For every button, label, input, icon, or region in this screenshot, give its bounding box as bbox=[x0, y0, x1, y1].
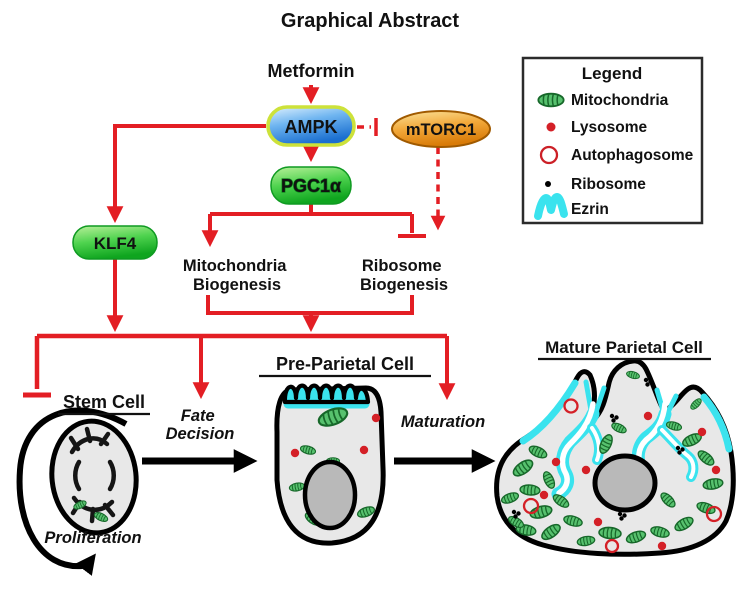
mature-cell-autophagosomes bbox=[522, 398, 723, 554]
mature-cell-lysosomes bbox=[539, 411, 721, 551]
lysosome-icon bbox=[657, 541, 667, 551]
ezrin-icon bbox=[534, 193, 568, 220]
lysosome-icon bbox=[697, 427, 707, 437]
autophagosome-icon bbox=[604, 538, 620, 554]
ampk-node: AMPK bbox=[266, 105, 356, 147]
metformin-label: Metformin bbox=[268, 61, 355, 81]
pre-parietal-cell-title: Pre-Parietal Cell bbox=[276, 354, 414, 374]
lysosome-icon bbox=[643, 411, 653, 421]
proliferation-loop-arrow bbox=[16, 407, 128, 576]
lysosome-icon bbox=[593, 517, 603, 527]
pre-parietal-organelles bbox=[288, 403, 381, 529]
legend-label-autophagosome: Autophagosome bbox=[571, 147, 694, 164]
autophagosome-icon bbox=[539, 145, 559, 165]
autophagosome-icon bbox=[522, 497, 540, 515]
mitochondria-biogenesis-label: Mitochondria Biogenesis bbox=[183, 257, 291, 294]
legend-title: Legend bbox=[582, 64, 642, 83]
mature-parietal-cell-title: Mature Parietal Cell bbox=[545, 338, 703, 357]
autophagosome-icon bbox=[563, 398, 579, 414]
stem-cell bbox=[16, 407, 139, 576]
lysosome-icon bbox=[539, 490, 549, 500]
mitochondria-icon bbox=[537, 92, 565, 108]
ribosome-icon bbox=[545, 181, 551, 187]
lysosome-icon bbox=[359, 445, 369, 455]
lysosome-icon bbox=[371, 413, 381, 423]
stem-cell-title: Stem Cell bbox=[63, 392, 145, 412]
lysosome-icon bbox=[581, 465, 591, 475]
pgc1a-node: PGC1α bbox=[270, 166, 352, 205]
proliferation-label: Proliferation bbox=[44, 529, 141, 547]
ribosome-biogenesis-label: Ribosome Biogenesis bbox=[360, 257, 448, 294]
apical-microvilli-ezrin-icon bbox=[282, 383, 371, 405]
legend-label-ribosome: Ribosome bbox=[571, 176, 646, 193]
pre-parietal-cell bbox=[274, 383, 386, 546]
legend-label-ezrin: Ezrin bbox=[571, 201, 609, 218]
pathway-arrows bbox=[23, 85, 456, 401]
pgc1a-label: PGC1α bbox=[281, 176, 341, 196]
mitotic-spindle-icon bbox=[68, 426, 116, 524]
legend: Legend Mitochondria Lysosome Autophagoso… bbox=[521, 56, 704, 225]
fate-decision-label: Fate Decision bbox=[166, 407, 235, 443]
maturation-label: Maturation bbox=[401, 413, 485, 431]
lysosome-icon bbox=[551, 457, 561, 467]
nucleus bbox=[592, 453, 658, 513]
legend-label-lysosome: Lysosome bbox=[571, 119, 647, 136]
ampk-label: AMPK bbox=[285, 117, 338, 137]
mtorc1-label: mTORC1 bbox=[406, 121, 476, 139]
mature-parietal-cell bbox=[494, 358, 736, 557]
mtorc1-node: mTORC1 bbox=[391, 110, 491, 148]
legend-label-mitochondria: Mitochondria bbox=[571, 92, 669, 109]
lysosome-icon bbox=[711, 465, 721, 475]
klf4-node: KLF4 bbox=[72, 225, 158, 260]
lysosome-icon bbox=[290, 448, 300, 458]
nucleus bbox=[302, 459, 358, 531]
autophagosome-icon bbox=[705, 505, 723, 523]
lysosome-icon bbox=[546, 122, 556, 132]
canaliculi-ezrin-icon bbox=[519, 379, 733, 501]
figure-title: Graphical Abstract bbox=[281, 10, 460, 32]
klf4-label: KLF4 bbox=[94, 234, 137, 253]
